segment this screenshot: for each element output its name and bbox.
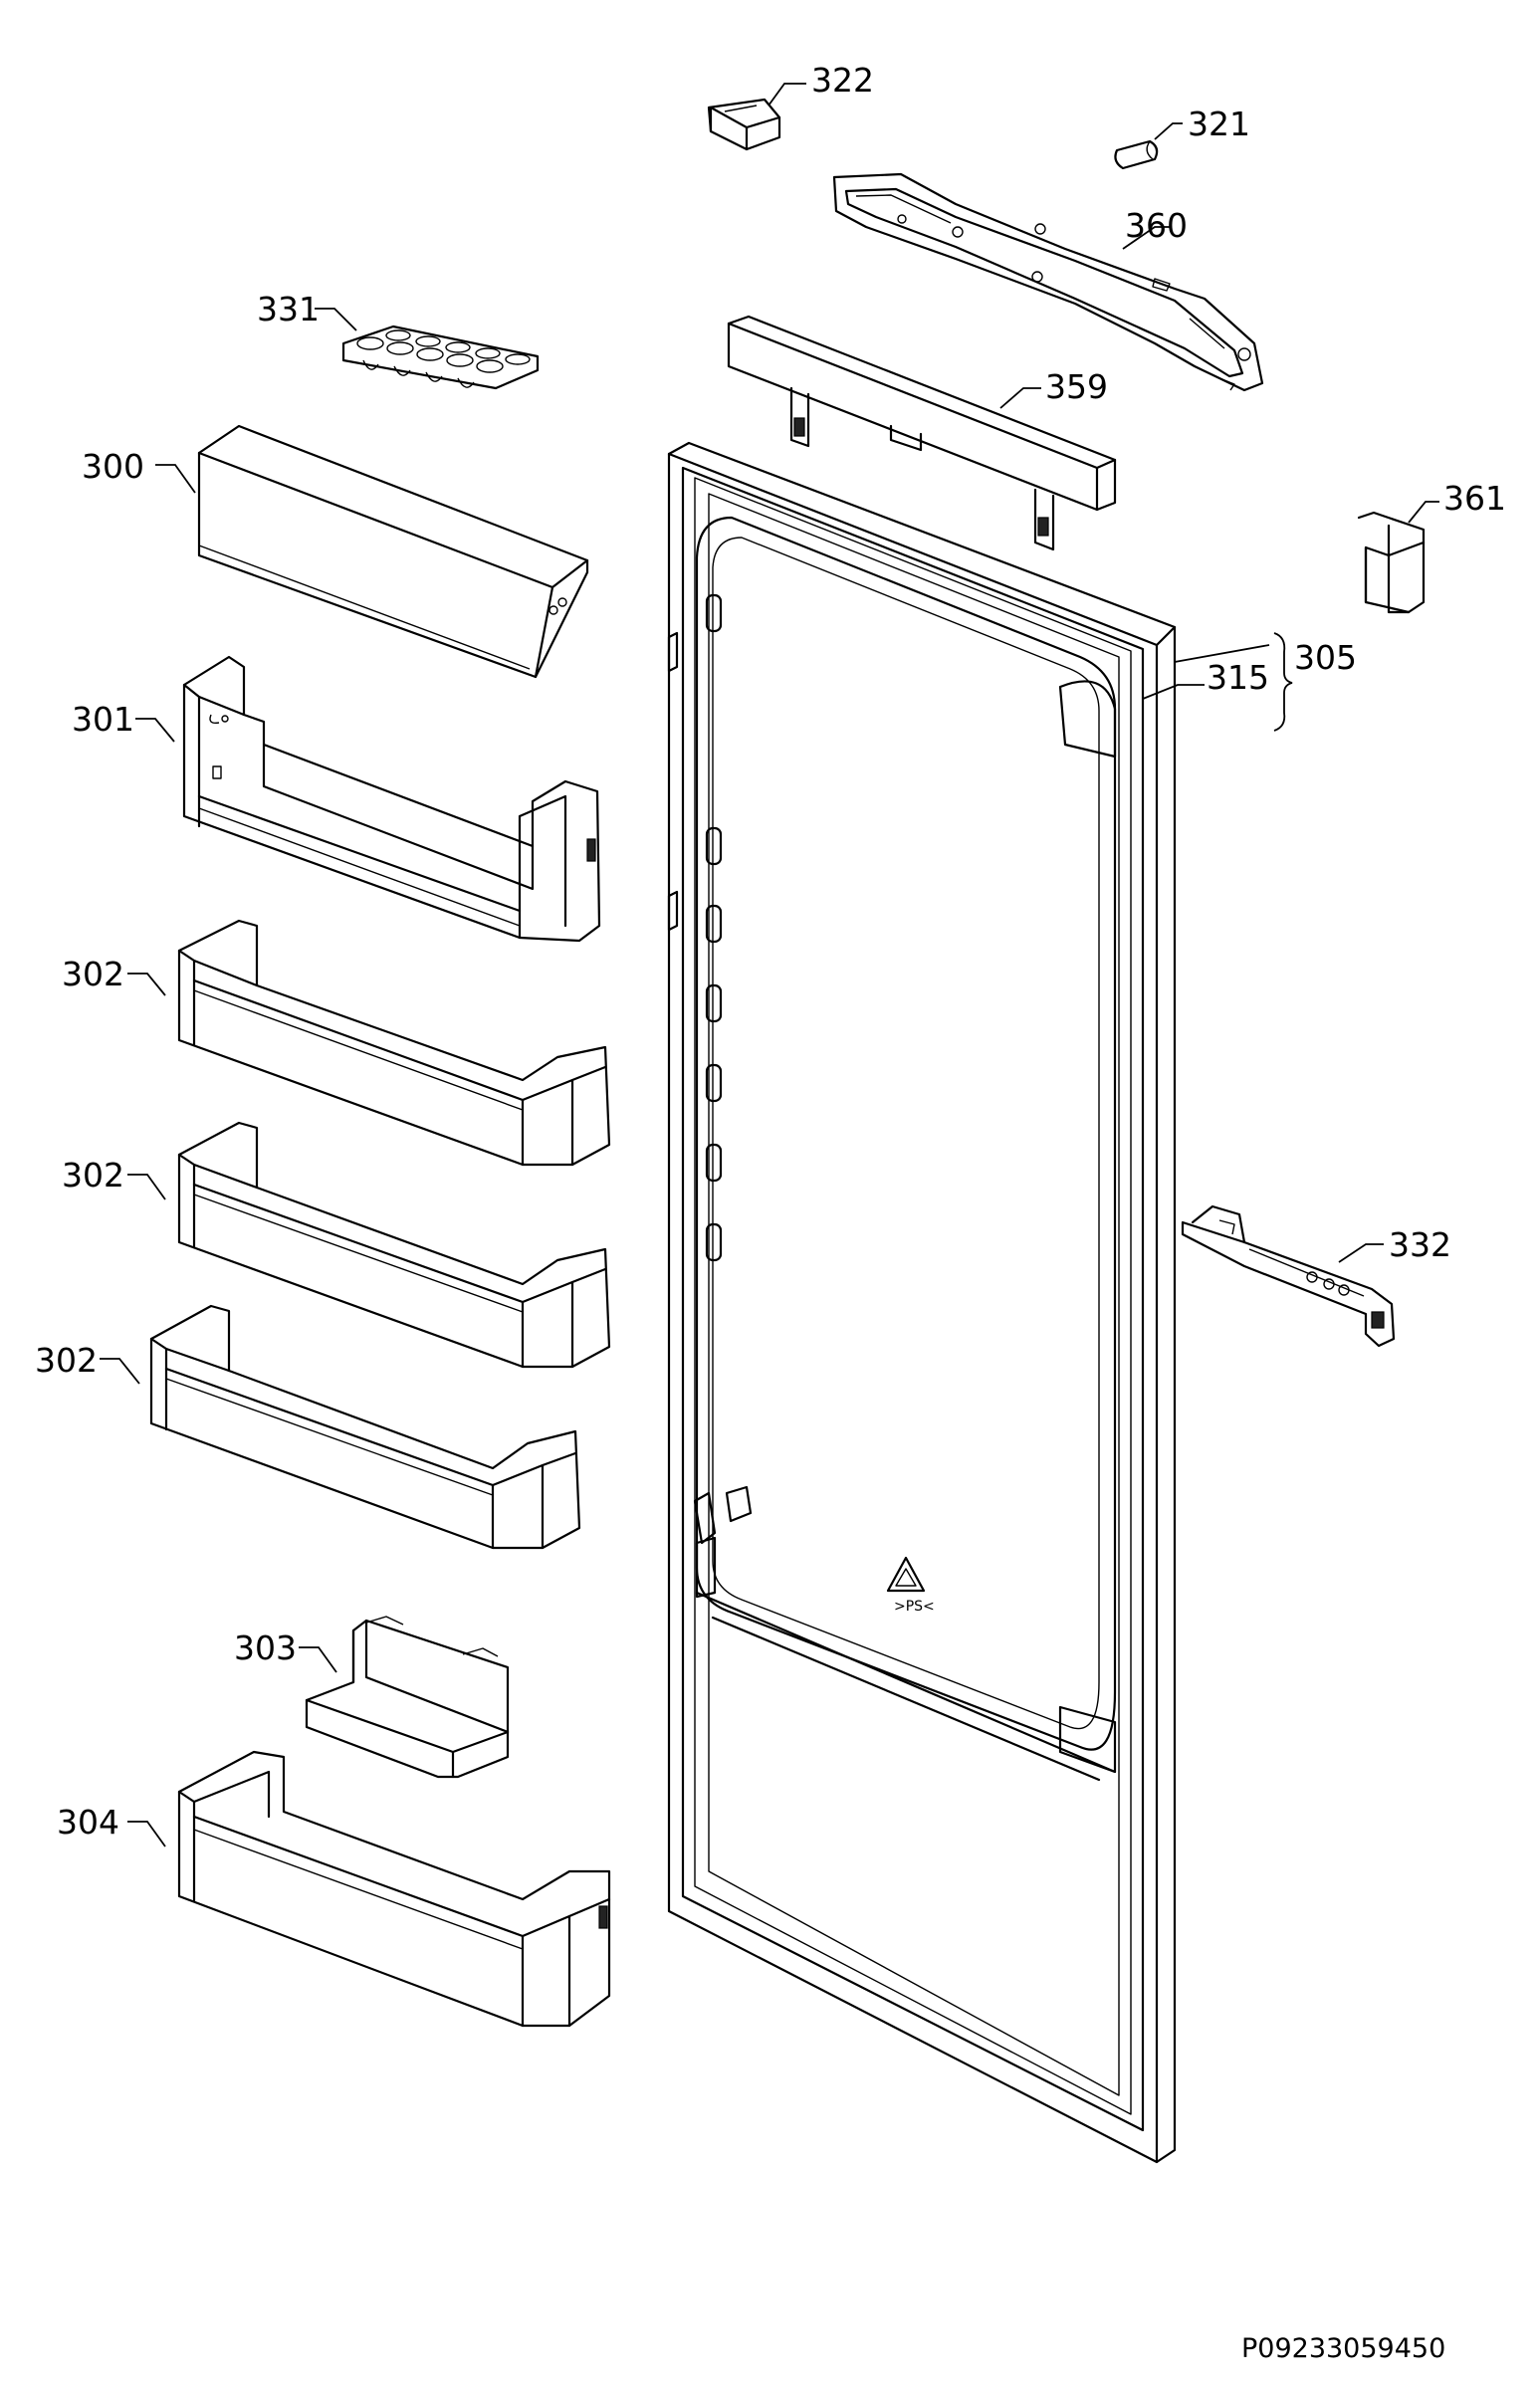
leader-302c bbox=[100, 1358, 140, 1385]
brace-305 bbox=[1273, 632, 1293, 732]
leader-332 bbox=[1338, 1243, 1384, 1263]
part-331-egg-tray bbox=[341, 325, 540, 390]
label-332: 332 bbox=[1389, 1225, 1451, 1264]
leader-300 bbox=[155, 464, 196, 494]
label-303: 303 bbox=[234, 1629, 297, 1667]
leader-322 bbox=[768, 83, 806, 107]
leader-331 bbox=[315, 308, 357, 331]
label-302a: 302 bbox=[62, 955, 124, 993]
label-301: 301 bbox=[72, 700, 134, 739]
part-332-hinge bbox=[1181, 1204, 1396, 1348]
leader-361 bbox=[1408, 501, 1439, 524]
part-322-clip bbox=[707, 98, 781, 151]
label-360: 360 bbox=[1125, 206, 1188, 245]
label-304: 304 bbox=[57, 1803, 119, 1842]
leader-303 bbox=[299, 1646, 337, 1673]
part-359-top-cover bbox=[727, 315, 1117, 551]
leader-301 bbox=[135, 718, 175, 743]
leader-315 bbox=[1142, 684, 1205, 700]
part-300-dairy-compartment bbox=[197, 424, 589, 679]
label-300: 300 bbox=[82, 447, 144, 486]
label-315: 315 bbox=[1207, 658, 1269, 697]
label-331: 331 bbox=[257, 290, 320, 328]
leader-321 bbox=[1154, 122, 1183, 140]
part-305-door: >PS< bbox=[667, 441, 1177, 2164]
leader-302b bbox=[127, 1174, 166, 1200]
label-322: 322 bbox=[811, 61, 874, 100]
part-361-hinge-cover bbox=[1357, 511, 1426, 614]
part-302-shelf-c bbox=[149, 1304, 581, 1550]
leader-360 bbox=[1122, 226, 1170, 250]
drawing-code: P09233059450 bbox=[1241, 2333, 1445, 2364]
recycle-mark-text: >PS< bbox=[894, 1599, 935, 1615]
label-302b: 302 bbox=[62, 1156, 124, 1194]
leader-304 bbox=[127, 1821, 166, 1847]
part-303-small-compartment bbox=[305, 1616, 510, 1779]
label-321: 321 bbox=[1188, 105, 1250, 143]
label-302c: 302 bbox=[35, 1341, 98, 1380]
label-361: 361 bbox=[1443, 479, 1506, 518]
leader-302a bbox=[127, 973, 166, 996]
label-359: 359 bbox=[1045, 367, 1108, 406]
part-302-shelf-b bbox=[177, 1121, 611, 1369]
leader-305 bbox=[1174, 644, 1270, 663]
label-305: 305 bbox=[1294, 638, 1357, 677]
leader-359 bbox=[999, 387, 1041, 409]
part-301-bottle-shelf bbox=[182, 655, 601, 943]
part-302-shelf-a bbox=[177, 919, 611, 1167]
part-304-bottom-bin bbox=[177, 1750, 611, 2028]
part-321-pin bbox=[1114, 139, 1159, 170]
part-360-hinge-bracket bbox=[832, 172, 1264, 392]
